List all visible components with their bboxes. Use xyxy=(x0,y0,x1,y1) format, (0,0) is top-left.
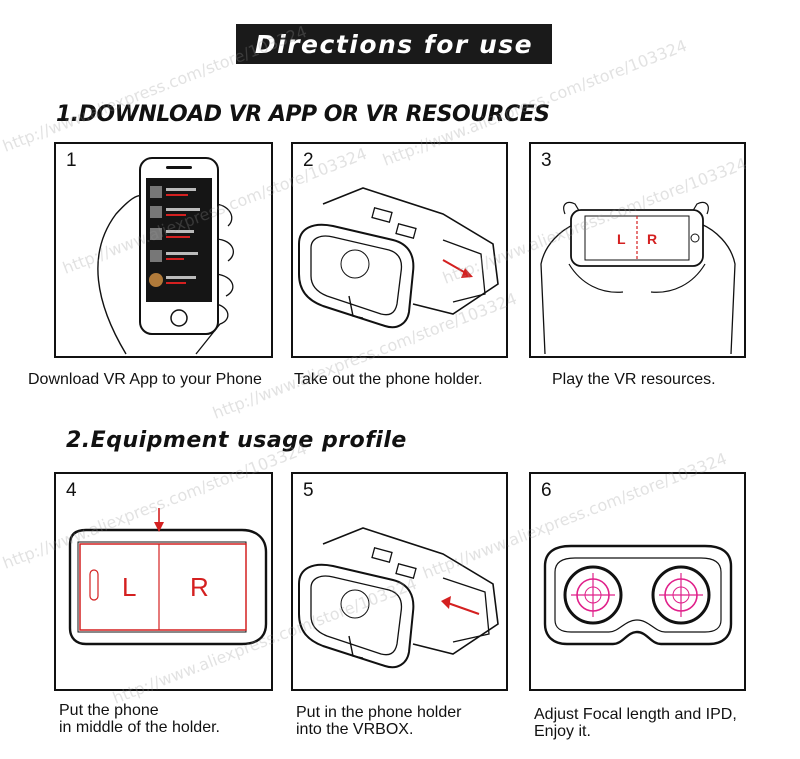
step-panel-1: 1 xyxy=(54,142,273,358)
step-panel-3: 3 L R xyxy=(529,142,746,358)
step-panel-6: 6 xyxy=(529,472,746,691)
screen-left-label: L xyxy=(617,231,626,247)
headset-illustration xyxy=(298,187,499,329)
step-number: 5 xyxy=(303,480,314,501)
insert-holder-illustration xyxy=(298,527,499,669)
step-panel-5: 5 xyxy=(291,472,508,691)
directions-banner: Directions for use xyxy=(236,24,552,64)
hand-phone-illustration xyxy=(97,157,234,355)
screen-right-label: R xyxy=(190,572,209,602)
screen-left-label: L xyxy=(122,572,136,602)
holder-phone-illustration: L R xyxy=(68,508,268,646)
step-number: 3 xyxy=(541,150,552,171)
step-caption-6: Adjust Focal length and IPD, Enjoy it. xyxy=(534,706,737,740)
section-title-usage: 2.Equipment usage profile xyxy=(66,428,407,453)
step-panel-2: 2 xyxy=(291,142,508,358)
step-number: 4 xyxy=(66,480,77,501)
step-number: 2 xyxy=(303,150,314,171)
step-caption-4: Put the phone in middle of the holder. xyxy=(59,702,220,736)
step-caption-3: Play the VR resources. xyxy=(552,371,716,388)
step-caption-2: Take out the phone holder. xyxy=(294,371,483,388)
step-panel-4: 4 L R xyxy=(54,472,273,691)
section-title-download: 1.DOWNLOAD VR APP OR VR RESOURCES xyxy=(56,102,550,127)
step-number: 1 xyxy=(66,150,77,171)
step-caption-1: Download VR App to your Phone xyxy=(28,371,262,388)
lens-view-illustration xyxy=(543,544,733,646)
step-caption-5: Put in the phone holder into the VRBOX. xyxy=(296,704,462,738)
step-number: 6 xyxy=(541,480,552,501)
screen-right-label: R xyxy=(647,231,657,247)
landscape-phone-illustration: L R xyxy=(540,201,736,355)
